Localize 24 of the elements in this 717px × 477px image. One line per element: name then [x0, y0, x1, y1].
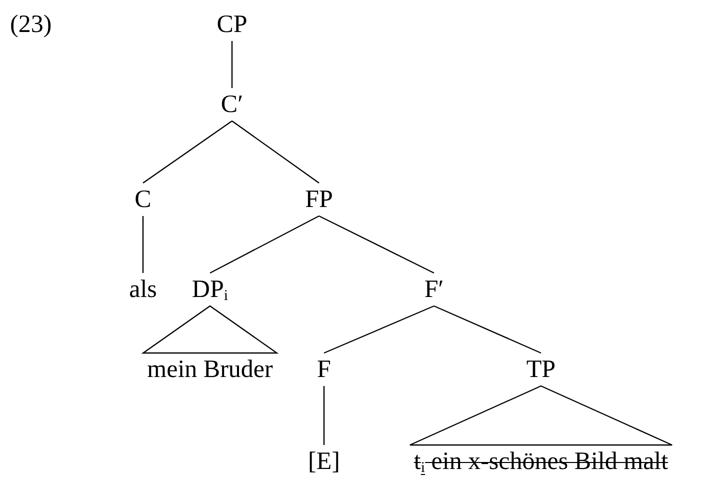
tree-branch	[231, 41, 233, 88]
category-label: DP$_{i}$	[192, 277, 228, 302]
category-label: C′	[220, 92, 244, 117]
tree-branch	[142, 216, 144, 273]
category-label: F	[317, 357, 331, 382]
tree-branch	[142, 120, 232, 184]
deleted-phrase: t$_{i}$ ein x-schönes Bild malt	[414, 449, 668, 474]
tree-branch	[318, 215, 434, 274]
category-label: TP	[526, 357, 556, 382]
tree-branch	[232, 120, 320, 184]
phrase: mein Bruder	[147, 357, 273, 382]
word: als	[129, 277, 157, 302]
category-label: FP	[305, 187, 333, 212]
category-label: F′	[424, 277, 444, 302]
tree-branch	[324, 305, 434, 354]
tree-branch	[210, 215, 320, 274]
category-label: CP	[216, 12, 248, 37]
word: [E]	[308, 449, 340, 474]
tree-branch	[434, 305, 542, 354]
triangle-branch	[141, 305, 279, 354]
tree-branch	[323, 386, 325, 445]
triangle-branch	[409, 385, 673, 446]
category-label: C	[134, 187, 152, 212]
example-number: (23)	[10, 12, 52, 37]
